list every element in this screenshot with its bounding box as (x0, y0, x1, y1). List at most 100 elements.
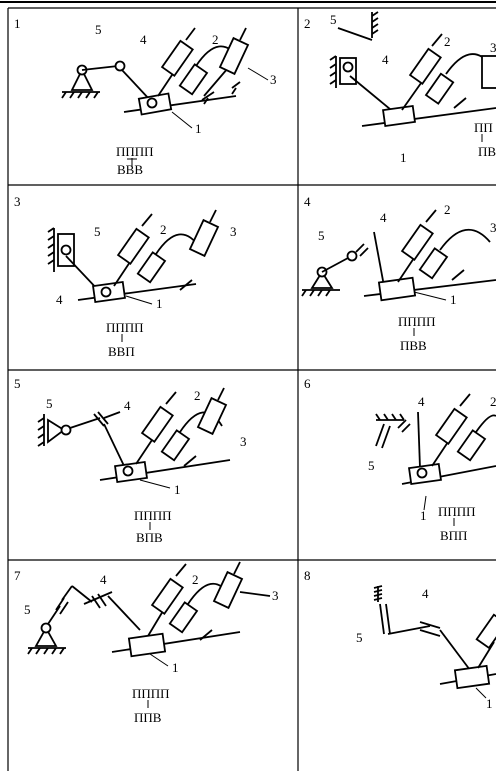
code-top: ПППП (134, 508, 172, 523)
label: 2 (212, 32, 219, 47)
drawing-stroke (329, 71, 337, 77)
drawing-stroke (40, 622, 52, 634)
drawing-stroke (37, 425, 45, 431)
label: 1 (174, 482, 181, 497)
drawing-stroke (165, 391, 177, 405)
drawing-stroke (146, 97, 158, 109)
drawing-stroke (342, 61, 354, 73)
label: 3 (272, 588, 279, 603)
drawing-stroke (114, 60, 126, 72)
drawing-stroke (43, 647, 49, 655)
drawing-stroke (375, 393, 496, 486)
drawing-stroke (34, 626, 58, 647)
label: 4 (140, 32, 147, 47)
drawing-stroke (185, 27, 196, 41)
label: 4 (422, 586, 429, 601)
label: 1 (420, 508, 427, 523)
drawing-stroke (83, 591, 113, 605)
label: 5 (46, 396, 53, 411)
label: 5 (318, 228, 325, 243)
cell-number: 4 (304, 194, 311, 209)
drawing-stroke (160, 429, 191, 462)
label: 1 (172, 660, 179, 675)
drawing-stroke (139, 479, 171, 489)
code-top: ПП (474, 120, 493, 135)
label: 3 (270, 72, 277, 87)
drawing-stroke (408, 47, 442, 85)
code-top: ПППП (132, 686, 170, 701)
drawing-stroke (477, 641, 495, 669)
drawing-stroke (149, 653, 169, 667)
drawing-stroke (47, 259, 55, 265)
drawing-stroke (439, 629, 471, 671)
drawing-stroke (77, 91, 83, 99)
code-top: ПППП (116, 144, 154, 159)
drawing-stroke (346, 250, 358, 262)
drawing-stroke (59, 601, 69, 615)
label: 2 (160, 222, 167, 237)
drawing-stroke (37, 433, 45, 439)
drawing-stroke (97, 411, 109, 425)
drawing-stroke (127, 632, 167, 658)
drawing-stroke (103, 423, 127, 471)
drawing-stroke (325, 289, 331, 297)
drawing-stroke (425, 209, 437, 223)
drawing-stroke (91, 595, 101, 609)
drawing-stroke (231, 87, 237, 95)
drawing-stroke (47, 235, 55, 241)
code-top: ПППП (106, 320, 144, 335)
drawing-stroke (61, 585, 73, 601)
cell-2: 2 5 4 2 3 1 ПП ПВ (304, 11, 496, 165)
cell-1: 1 (14, 16, 277, 177)
label: 4 (418, 394, 425, 409)
cell-number: 7 (14, 568, 21, 583)
drawing-stroke (399, 413, 405, 421)
drawing-stroke (136, 251, 167, 284)
drawing-stroke (349, 75, 397, 115)
drawing-stroke (301, 289, 307, 297)
cell-number: 8 (304, 568, 311, 583)
cell-number: 2 (304, 16, 311, 31)
label: 5 (356, 630, 363, 645)
cell-6: 6 4 2 5 1 ПППП ВПП (304, 376, 496, 543)
drawing-stroke (37, 417, 45, 423)
code-bottom: ПВВ (400, 338, 427, 353)
drawing-stroke (453, 664, 491, 690)
drawing-stroke (329, 63, 337, 69)
drawing-stroke (382, 104, 416, 128)
drawing-stroke (434, 407, 468, 445)
drawing-stroke (116, 227, 150, 265)
drawing-stroke (337, 27, 373, 41)
label: 5 (368, 458, 375, 473)
code-bottom: ВПП (440, 528, 467, 543)
drawing-stroke (47, 209, 220, 304)
cell-number: 1 (14, 16, 21, 31)
drawing-stroke (239, 27, 247, 41)
drawing-stroke (47, 251, 55, 257)
drawing-stroke (212, 570, 244, 610)
drawing-stroke (321, 257, 349, 273)
drawing-stroke (301, 209, 496, 302)
drawing-stroke (329, 55, 337, 61)
label: 1 (450, 292, 457, 307)
label: 5 (94, 224, 101, 239)
drawing-stroke (373, 593, 383, 597)
drawing-stroke (310, 270, 334, 289)
code-bottom: ВВВ (117, 162, 143, 177)
label: 3 (230, 224, 237, 239)
drawing-stroke (179, 279, 193, 291)
label: 1 (156, 296, 163, 311)
drawing-stroke (27, 647, 33, 655)
drawing-stroke (453, 97, 467, 109)
drawing-stroke (373, 585, 496, 690)
label: 1 (400, 150, 407, 165)
drawing-stroke (168, 601, 199, 634)
label: 4 (56, 292, 63, 307)
drawing-stroke (379, 603, 385, 635)
drawing-stroke (69, 417, 101, 429)
drawing-stroke (419, 621, 441, 629)
drawing-stroke (418, 247, 449, 280)
drawing-stroke (381, 425, 391, 449)
drawing-stroke (391, 413, 397, 421)
